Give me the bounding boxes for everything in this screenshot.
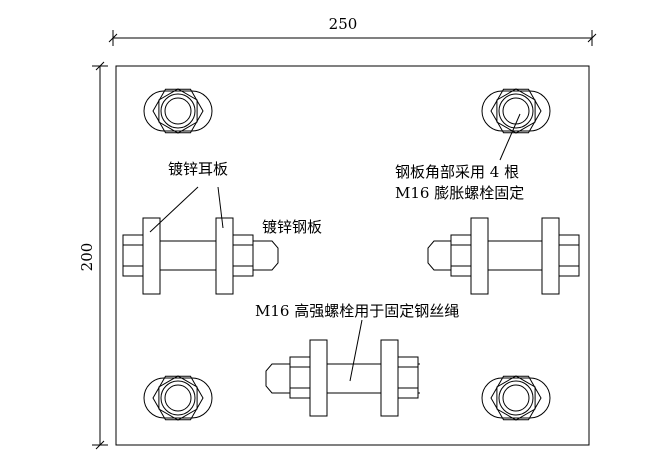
bolt-core <box>502 97 530 125</box>
corner-expansion-bolt <box>143 375 213 421</box>
width-dimension: 250 <box>108 15 597 46</box>
corner-bolts-note-line2: M16 膨胀螺栓固定 <box>395 184 524 202</box>
ear-plate <box>470 217 489 295</box>
ear-plate <box>380 339 399 417</box>
hex-nut <box>122 234 144 277</box>
ear-plate-leader <box>217 186 224 229</box>
right-bolt-assembly <box>427 217 580 295</box>
ear-plate <box>215 217 234 295</box>
galvanized-steel-plate <box>115 65 590 446</box>
bolt-ring <box>498 380 534 416</box>
washer-outline <box>143 377 213 419</box>
width-dimension-label: 250 <box>329 15 358 33</box>
steel-plate-label: 镀锌钢板 <box>262 218 322 236</box>
hex-nut-outline <box>152 88 204 134</box>
bolt-ring <box>160 380 196 416</box>
high-strength-bolt-leader <box>349 319 363 382</box>
hex-nut-outline <box>152 375 204 421</box>
bolt-core <box>502 384 530 412</box>
height-dimension: 200 <box>78 61 108 450</box>
corner-bolts-note-line1: 钢板角部采用 4 根 <box>395 163 519 181</box>
hex-nut-inner <box>496 375 536 421</box>
washer-outline <box>481 377 551 419</box>
hex-nut <box>232 234 254 277</box>
washer-outline <box>143 90 213 132</box>
hex-nut-outline <box>490 88 542 134</box>
ear-plate <box>541 217 560 295</box>
hex-nut <box>450 234 472 277</box>
hex-nut-inner <box>158 88 198 134</box>
hex-nut <box>289 356 311 399</box>
high-strength-bolt-label: M16 高强螺栓用于固定钢丝绳 <box>255 302 459 320</box>
hex-nut <box>558 234 580 277</box>
hex-nut-inner <box>496 88 536 134</box>
hex-nut <box>397 356 419 399</box>
corner-expansion-bolt <box>481 88 551 134</box>
hex-nut-inner <box>158 375 198 421</box>
corner-expansion-bolt <box>143 88 213 134</box>
corner-expansion-bolt <box>481 375 551 421</box>
washer-outline <box>481 90 551 132</box>
bolt-core <box>164 384 192 412</box>
corner-bolt-leader <box>499 113 521 161</box>
hex-nut-outline <box>490 375 542 421</box>
ear-plate <box>309 339 328 417</box>
bolt-ring <box>498 93 534 129</box>
bolt-core <box>164 97 192 125</box>
ear-plate-leader <box>149 186 199 233</box>
ear-plate <box>142 217 161 295</box>
ear-plate-label: 镀锌耳板 <box>168 160 228 178</box>
bolt-ring <box>160 93 196 129</box>
height-dimension-label: 200 <box>78 243 96 272</box>
leader-lines <box>149 113 521 382</box>
left-bolt-assembly <box>122 217 279 295</box>
bottom-bolt-assembly <box>265 339 420 417</box>
